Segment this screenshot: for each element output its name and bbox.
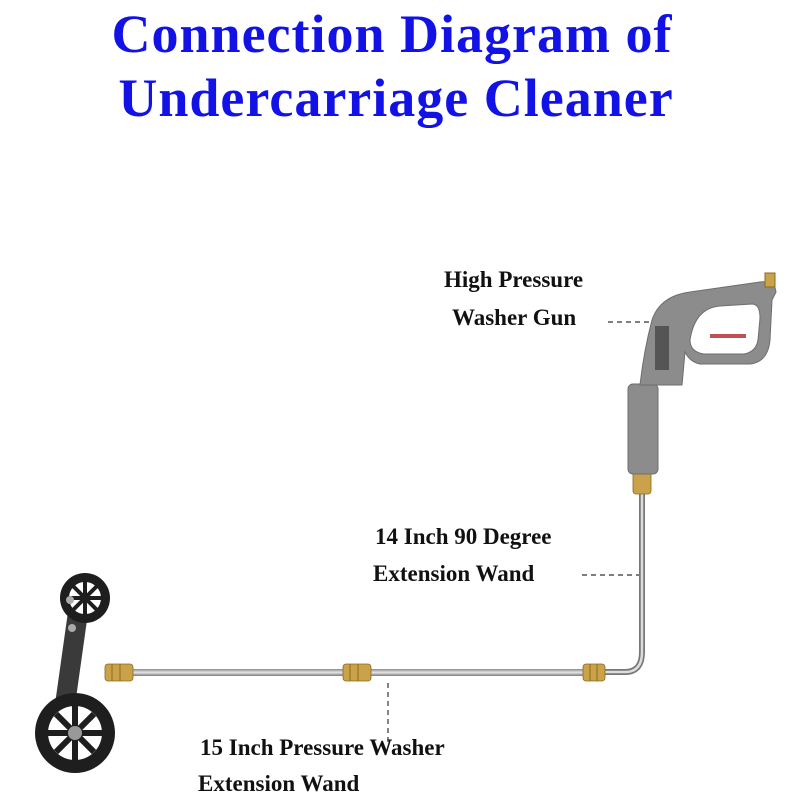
diagram-title-line-2: Undercarriage Cleaner	[118, 68, 674, 128]
gun-label-line-2: Washer Gun	[452, 305, 577, 330]
wand-90-label-line-2: Extension Wand	[373, 561, 535, 586]
diagram-title-line-1: Connection Diagram of	[111, 4, 673, 64]
wand-90-label-line-1: 14 Inch 90 Degree	[375, 524, 552, 549]
wand-90-degree	[600, 490, 645, 675]
gun-label-line-1: High Pressure	[444, 267, 584, 292]
leader-lines	[387, 321, 650, 742]
pressure-washer-gun	[627, 272, 777, 475]
undercarriage-wheels	[35, 573, 115, 773]
wand-15-label-line-2: Extension Wand	[198, 771, 360, 796]
wand-15-label-line-1: 15 Inch Pressure Washer	[200, 735, 445, 760]
